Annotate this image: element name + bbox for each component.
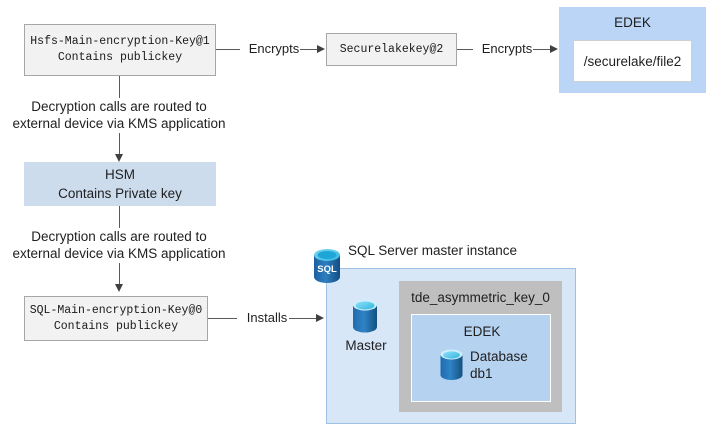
edge-encrypts-2-segment-left — [457, 49, 475, 50]
master-database-icon — [350, 298, 380, 334]
svg-text:SQL: SQL — [317, 264, 337, 275]
node-hsm: HSM Contains Private key — [24, 162, 216, 206]
edge-installs-arrowhead — [316, 313, 324, 322]
edge-hsm-to-sqlkey-arrowhead — [114, 284, 123, 292]
edge-hsfs-to-hsm-segment-bottom — [119, 133, 120, 155]
sql-server-icon: SQL — [311, 248, 343, 284]
node-sql-main-encryption-key: SQL-Main-encryption-Key@0 Contains publi… — [24, 296, 208, 341]
edge-hsfs-to-hsm-segment-top — [119, 76, 120, 98]
edge-encrypts-1-segment-right — [300, 49, 318, 50]
node-tde-asymmetric-key-label: tde_asymmetric_key_0 — [411, 290, 550, 305]
node-edek-database-title: EDEK — [463, 324, 501, 339]
node-hsm-line2: Contains Private key — [58, 186, 182, 201]
edge-encrypts-1-segment-left — [216, 49, 242, 50]
sql-instance-caption: SQL Server master instance — [348, 243, 518, 258]
node-edek-securelake-file: /securelake/file2 — [573, 40, 692, 82]
edge-installs-label: Installs — [237, 310, 297, 325]
edge-hsm-to-sqlkey-segment-bottom — [119, 263, 120, 285]
edge-encrypts-2-label: Encrypts — [473, 41, 541, 56]
master-database-label: Master — [345, 338, 387, 353]
edge-hsfs-to-hsm-arrowhead — [114, 154, 123, 162]
note-decryption-top: Decryption calls are routed to external … — [12, 99, 226, 131]
node-hsfs-main-encryption-key: Hsfs-Main-encryption-Key@1 Contains publ… — [24, 24, 216, 76]
node-hsm-line1: HSM — [105, 167, 135, 182]
node-edek-securelake-title: EDEK — [614, 15, 651, 30]
db1-database-label: Database db1 — [470, 349, 528, 381]
node-hsfs-line1: Hsfs-Main-encryption-Key@1 — [30, 35, 210, 48]
node-securelakekey: Securelakekey@2 — [326, 33, 457, 66]
edge-installs-segment-left — [208, 318, 239, 319]
node-edek-securelake: EDEK /securelake/file2 — [559, 7, 706, 93]
node-sqlkey-line2: Contains publickey — [53, 319, 179, 333]
edge-encrypts-2-arrowhead — [550, 44, 558, 53]
edge-hsm-to-sqlkey-segment-top — [119, 206, 120, 228]
node-securelakekey-line1: Securelakekey@2 — [339, 42, 444, 56]
edge-encrypts-1-label: Encrypts — [240, 41, 308, 56]
db1-database-icon — [438, 348, 465, 382]
node-sqlkey-line1: SQL-Main-encryption-Key@0 — [29, 303, 203, 317]
node-hsfs-line2: Contains publickey — [57, 51, 183, 64]
edge-encrypts-1-arrowhead — [317, 44, 325, 53]
edge-installs-segment-right — [289, 318, 317, 319]
node-tde-asymmetric-key: tde_asymmetric_key_0 EDEK — [399, 281, 562, 412]
node-edek-database: EDEK — [411, 314, 551, 402]
note-decryption-bottom: Decryption calls are routed to external … — [12, 229, 226, 261]
edge-encrypts-2-segment-right — [533, 49, 551, 50]
